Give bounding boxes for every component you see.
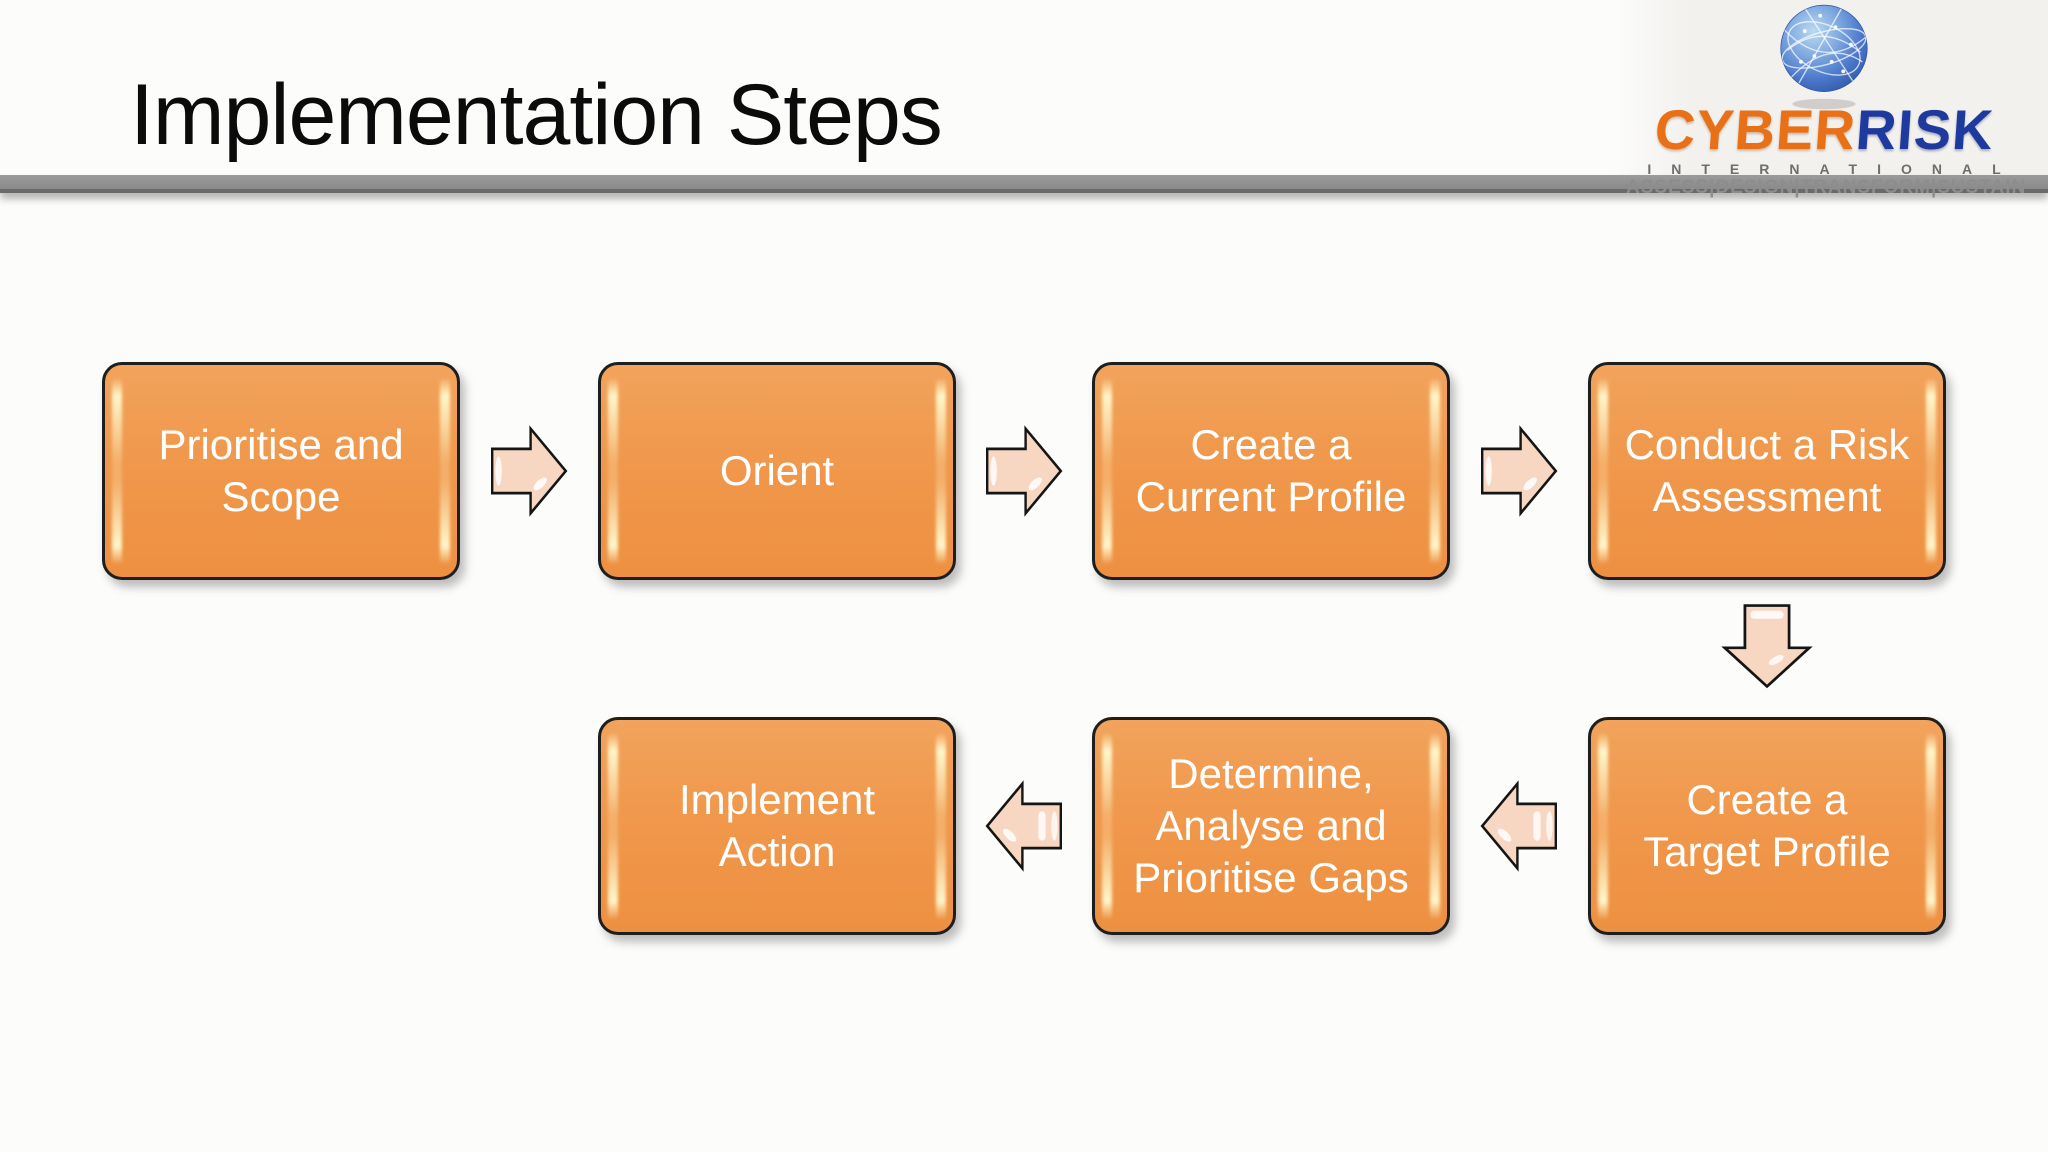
arrow-left-icon: [985, 780, 1062, 872]
step-implement-action: Implement Action: [598, 717, 956, 935]
arrow-right-icon: [1481, 425, 1558, 517]
step-label: Create a Target Profile: [1643, 775, 1891, 875]
brand-risk: RISK: [1853, 98, 1996, 161]
arrow-down-icon: [1721, 604, 1813, 689]
step-orient: Orient: [598, 362, 956, 580]
brand-tagline: ASSESS|DESIGN|TRANSFORM|SUSTAIN: [1626, 177, 2027, 198]
arrow-right-icon: [986, 425, 1063, 517]
divider-bar: [0, 175, 2048, 193]
page-title: Implementation Steps: [130, 67, 943, 163]
brand-cyber: CYBER: [1652, 98, 1858, 161]
step-label: Implement Action: [678, 775, 876, 875]
globe-network-icon: [1780, 4, 1868, 110]
step-prioritise-and-scope: Prioritise and Scope: [102, 362, 460, 580]
step-conduct-risk-assessment: Conduct a Risk Assessment: [1588, 362, 1946, 580]
step-determine-analyse-prioritise-gaps: Determine, Analyse and Prioritise Gaps: [1092, 717, 1450, 935]
step-label: Create a Current Profile: [1135, 420, 1407, 520]
step-create-target-profile: Create a Target Profile: [1588, 717, 1946, 935]
step-label: Orient: [719, 446, 835, 494]
step-label: Determine, Analyse and Prioritise Gaps: [1133, 749, 1409, 902]
brand-international: INTERNATIONAL: [1647, 161, 2021, 177]
step-label: Conduct a Risk Assessment: [1624, 420, 1910, 520]
arrow-right-icon: [491, 425, 568, 517]
step-label: Prioritise and Scope: [158, 420, 404, 520]
arrow-left-icon: [1480, 780, 1557, 872]
step-create-current-profile: Create a Current Profile: [1092, 362, 1450, 580]
